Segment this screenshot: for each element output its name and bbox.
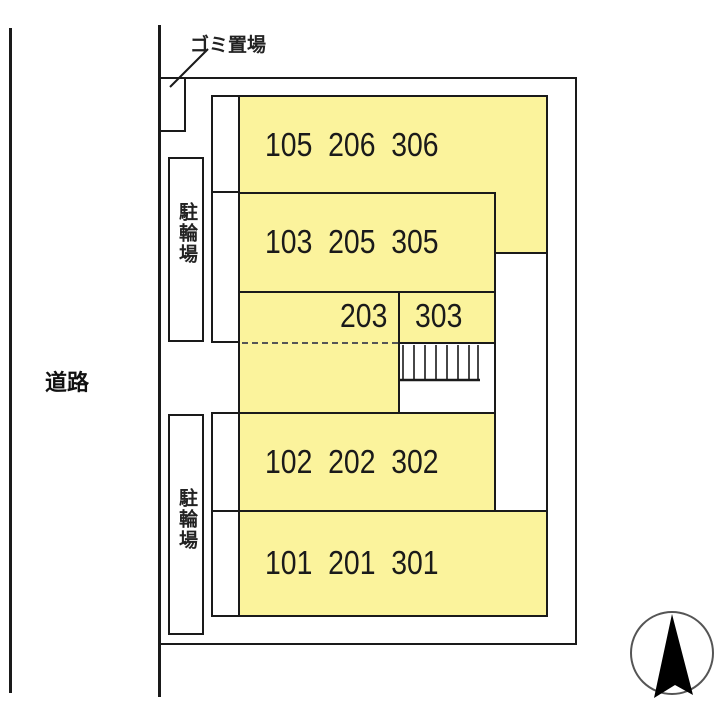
- bicycle-parking-north: [168, 157, 204, 342]
- entrance-strip: [211, 510, 241, 617]
- unit-block-203: [238, 291, 400, 415]
- garbage-area-label: ゴミ置場: [190, 34, 267, 56]
- north-arrow-icon: [630, 611, 714, 698]
- road-edge-line: [9, 28, 12, 693]
- unit-block-303: [398, 291, 496, 344]
- unit-number-203: 203: [340, 297, 388, 334]
- entrance-strip: [211, 95, 241, 193]
- corridor: [494, 252, 548, 512]
- stairs-icon: [398, 345, 480, 382]
- unit-numbers-row4: 102 202 302: [265, 443, 439, 480]
- entrance-strip: [211, 412, 241, 512]
- garbage-area: [158, 77, 186, 132]
- garbage-leader-line: [169, 48, 209, 88]
- site-outline: [158, 77, 577, 645]
- entrance-strip: [211, 191, 241, 343]
- road-label: 道路: [45, 371, 90, 396]
- unit-block-row2: [238, 192, 496, 293]
- unit-numbers-row2: 103 205 305: [265, 223, 439, 260]
- unit-block-row4: [238, 412, 496, 512]
- unit-numbers-row1: 105 206 306: [265, 126, 439, 163]
- unit-number-303: 303: [415, 297, 463, 334]
- bicycle-parking-label: 駐輪場: [176, 202, 198, 265]
- bicycle-parking-south: [168, 414, 204, 635]
- bicycle-parking-label: 駐輪場: [176, 488, 198, 551]
- unit-block-row5: [238, 510, 548, 617]
- unit-numbers-row5: 101 201 301: [265, 544, 439, 581]
- floor-divider-dashed: [242, 342, 398, 344]
